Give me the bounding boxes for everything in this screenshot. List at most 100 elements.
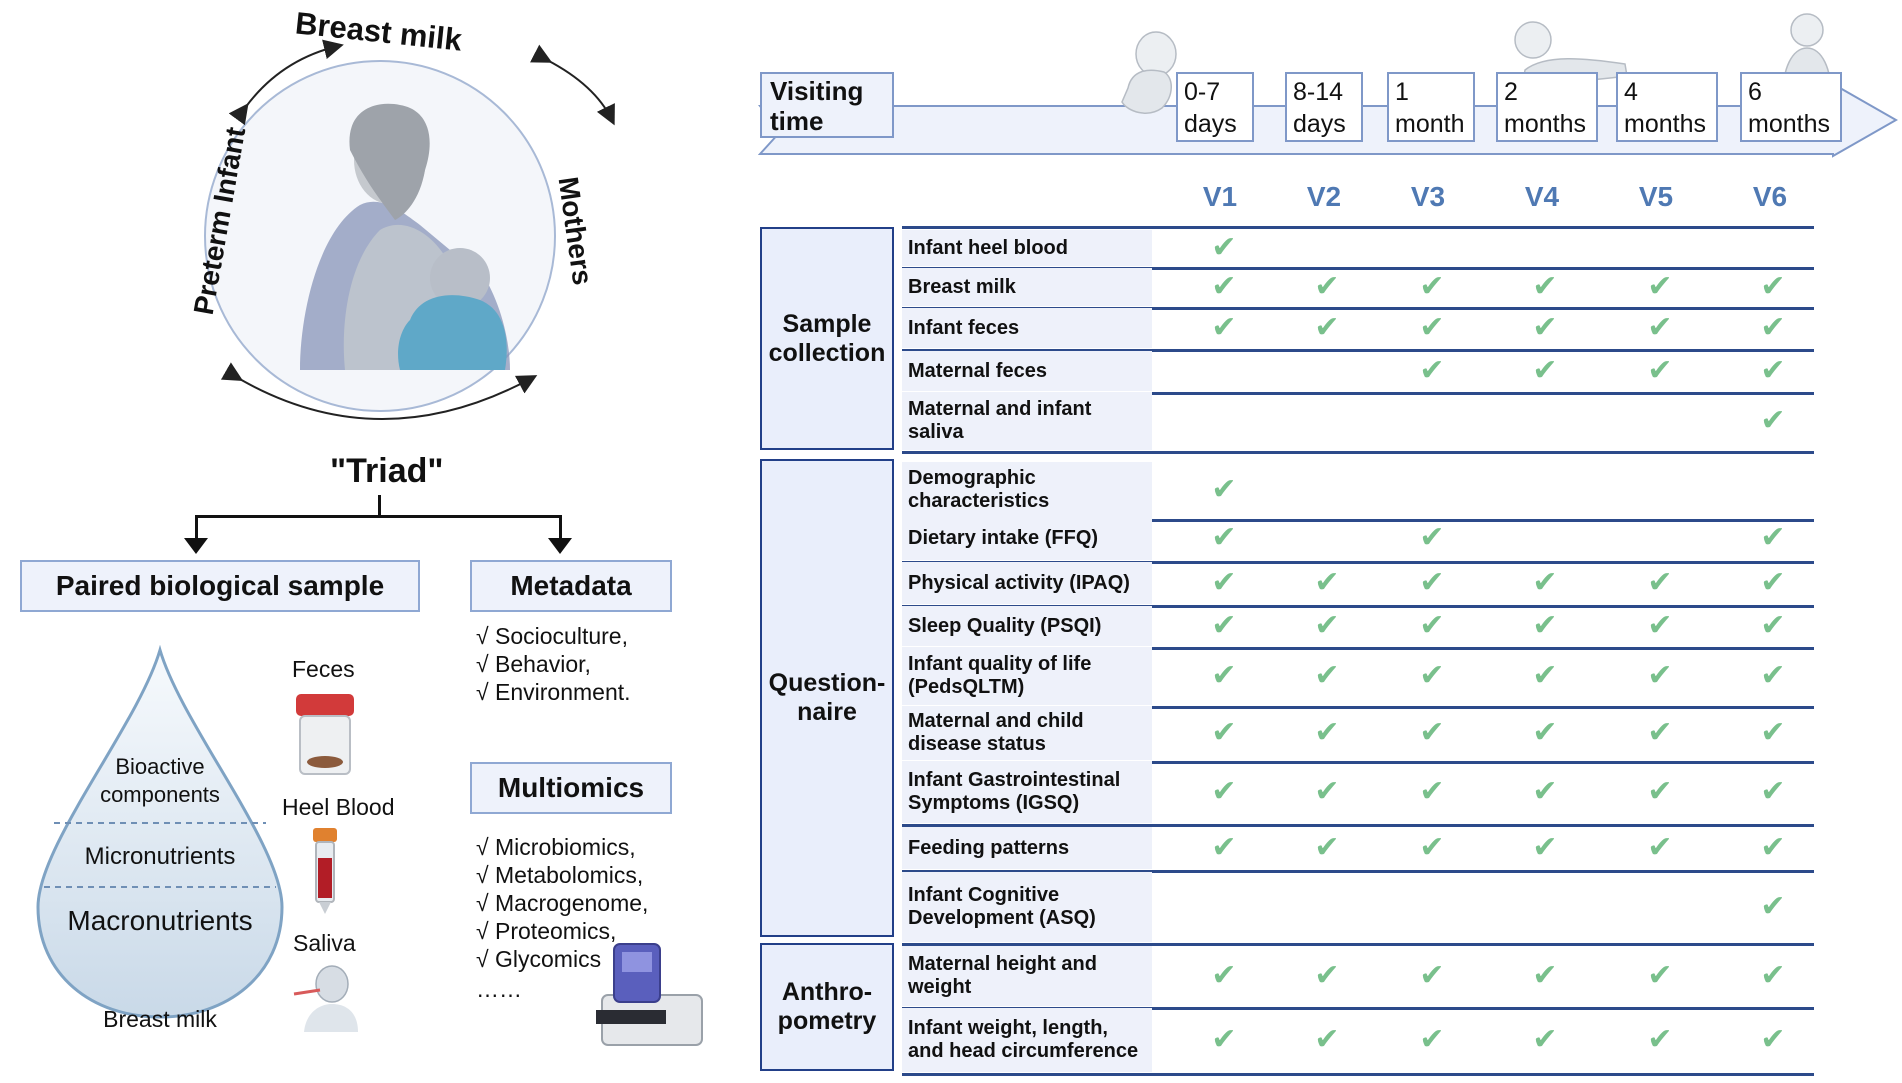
check-mark-v1: ✔ xyxy=(1211,659,1237,692)
visit-box-line1: 6 xyxy=(1748,78,1762,106)
row-divider xyxy=(902,561,1814,564)
row-label-line1: Maternal and infant xyxy=(908,398,1092,420)
check-mark-v6: ✔ xyxy=(1760,716,1786,749)
check-mark-v3: ✔ xyxy=(1419,270,1445,303)
check-mark-v6: ✔ xyxy=(1760,521,1786,554)
check-mark-v4: ✔ xyxy=(1532,354,1558,387)
visit-box-line1: 0-7 xyxy=(1184,78,1221,106)
row-divider xyxy=(902,605,1814,608)
visit-box-line1: 8-14 xyxy=(1293,78,1344,106)
visit-code-v2: V2 xyxy=(1306,181,1342,212)
check-mark-v1: ✔ xyxy=(1211,775,1237,808)
check-mark-v2: ✔ xyxy=(1314,1023,1340,1056)
check-mark-v1: ✔ xyxy=(1211,959,1237,992)
check-mark-v5: ✔ xyxy=(1647,609,1673,642)
visit-box-v1: 0-7 days xyxy=(1176,72,1254,142)
row-label-line2: and head circumference xyxy=(908,1040,1139,1062)
visit-box-v2: 8-14 days xyxy=(1285,72,1363,142)
row-divider xyxy=(902,870,1814,873)
check-mark-v5: ✔ xyxy=(1647,959,1673,992)
split-stem xyxy=(378,495,381,517)
triad-graphic xyxy=(204,39,615,420)
row-divider xyxy=(902,451,1814,454)
saliva-label: Saliva xyxy=(293,930,356,956)
check-mark-v5: ✔ xyxy=(1647,659,1673,692)
check-mark-v1: ✔ xyxy=(1211,716,1237,749)
check-mark-v2: ✔ xyxy=(1314,270,1340,303)
visit-box-line1: 2 xyxy=(1504,78,1518,106)
group-name-line2: collection xyxy=(768,338,886,367)
saliva-person-icon xyxy=(293,965,358,1032)
check-mark-v2: ✔ xyxy=(1314,831,1340,864)
row-label-line2: Development (ASQ) xyxy=(908,907,1096,929)
drop-layer-micronutrients: Micronutrients xyxy=(84,843,236,870)
group-name-line1: Sample xyxy=(782,309,872,338)
row-label-line2: Symptoms (IGSQ) xyxy=(908,792,1080,814)
row-divider xyxy=(902,647,1814,650)
check-mark-v4: ✔ xyxy=(1532,775,1558,808)
visit-box-line2: month xyxy=(1395,110,1465,138)
group-questionnaire: Question-naire xyxy=(760,459,894,937)
table-top-rule xyxy=(902,226,1814,229)
visit-box-v6: 6 months xyxy=(1740,72,1842,142)
paired-sample-title: Paired biological sample xyxy=(20,560,420,612)
row-label-line1: Breast milk xyxy=(908,275,1016,298)
row-divider xyxy=(902,392,1814,395)
visit-box-line1: 4 xyxy=(1624,78,1638,106)
metadata-title: Metadata xyxy=(470,560,672,612)
row-label-band xyxy=(902,872,1152,942)
row-label-band xyxy=(902,827,1152,869)
check-mark-v1: ✔ xyxy=(1211,1023,1237,1056)
triad-caption: "Triad" xyxy=(330,452,444,490)
row-label-line2: weight xyxy=(908,976,972,998)
row-label-text: Breast milk xyxy=(908,276,1016,299)
check-mark-v6: ✔ xyxy=(1760,959,1786,992)
row-label-text: Infant feces xyxy=(908,317,1019,340)
visit-box-line1: 1 xyxy=(1395,78,1409,106)
visiting-time-line2: time xyxy=(770,106,824,136)
row-label-line1: Dietary intake (FFQ) xyxy=(908,526,1099,549)
row-label: Breast milk xyxy=(908,268,1158,306)
row-label-band xyxy=(902,392,1152,450)
multiomics-item: √ Metabolomics, xyxy=(476,862,644,888)
check-mark-v2: ✔ xyxy=(1314,716,1340,749)
newborn-illustration xyxy=(1121,31,1177,114)
check-mark-v4: ✔ xyxy=(1532,831,1558,864)
check-mark-v3: ✔ xyxy=(1419,831,1445,864)
check-mark-v1: ✔ xyxy=(1211,831,1237,864)
check-mark-v6: ✔ xyxy=(1760,890,1786,923)
multiomics-item: √ Glycomics xyxy=(476,946,602,972)
row-label: Feeding patterns xyxy=(908,827,1158,869)
row-label-band xyxy=(902,562,1152,604)
metadata-item: √ Behavior, xyxy=(476,651,591,677)
check-mark-v4: ✔ xyxy=(1532,959,1558,992)
visiting-time-line1: Visiting xyxy=(770,76,864,106)
row-label-band xyxy=(902,308,1152,348)
check-mark-v6: ✔ xyxy=(1760,1023,1786,1056)
arrow-head-left xyxy=(184,538,208,554)
row-divider xyxy=(902,824,1814,827)
metadata-item: √ Socioculture, xyxy=(476,623,628,649)
check-mark-v4: ✔ xyxy=(1532,609,1558,642)
row-label: Infant heel blood xyxy=(908,230,1158,266)
check-mark-v3: ✔ xyxy=(1419,1023,1445,1056)
check-mark-v5: ✔ xyxy=(1647,716,1673,749)
group-name-line1: Anthro- xyxy=(781,978,873,1006)
row-label-band xyxy=(902,761,1152,823)
check-mark-v2: ✔ xyxy=(1314,659,1340,692)
check-mark-v4: ✔ xyxy=(1532,311,1558,344)
row-label: Infant quality of life(PedsQLTM) xyxy=(908,647,1158,705)
check-mark-v3: ✔ xyxy=(1419,959,1445,992)
check-mark-v6: ✔ xyxy=(1760,659,1786,692)
visit-code-v1: V1 xyxy=(1202,181,1238,212)
row-label-text: Infant quality of life(PedsQLTM) xyxy=(908,653,1091,699)
check-mark-v4: ✔ xyxy=(1532,659,1558,692)
metadata-item: √ Environment. xyxy=(476,679,631,705)
